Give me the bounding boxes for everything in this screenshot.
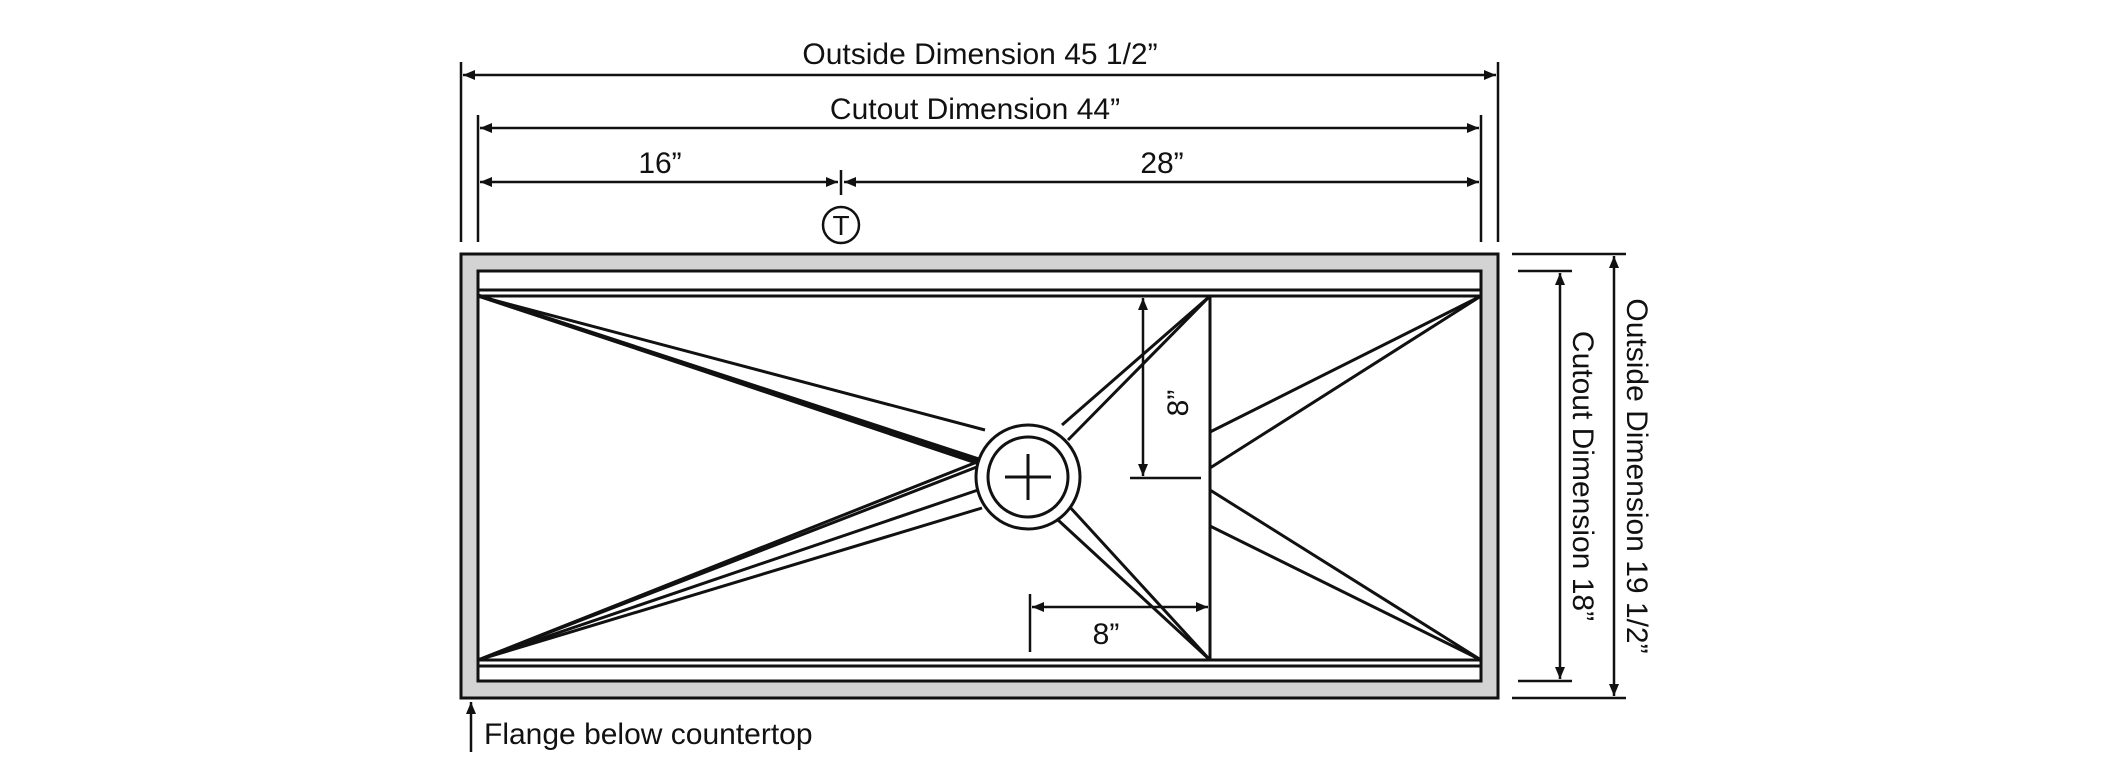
flange-note: Flange below countertop [466,702,813,752]
left-upper-ridge-a [477,294,986,432]
right-segment-label: 28” [1140,147,1183,180]
cutout-height-label: Cutout Dimension 18” [1566,331,1599,621]
center-lower-ridge-a [1056,518,1212,662]
right-lower-ridge-b [1209,524,1482,662]
right-upper-ridge-a [1209,294,1482,434]
outside-height-label: Outside Dimension 19 1/2” [1620,298,1653,653]
circled-t-icon: T [821,205,861,245]
outside-height-dimension: Outside Dimension 19 1/2” [1512,252,1653,700]
drain-horizontal-label: 8” [1093,618,1120,651]
left-segment-label: 16” [638,147,681,180]
drain-cross-icon [974,423,1082,531]
outside-width-label: Outside Dimension 45 1/2” [802,38,1157,71]
segment-dimensions: 16” 28” [480,147,1479,195]
drain-vertical-dimension: 8” [1130,298,1201,480]
right-upper-ridge-b [1209,294,1482,470]
drain-horizontal-dimension: 8” [1028,594,1208,652]
flange-note-label: Flange below countertop [484,718,813,751]
left-lower-ridge-b [477,506,983,662]
drain-vertical-label: 8” [1162,390,1195,417]
faucet-marker-label: T [832,210,849,241]
left-lower-ridge-a [477,488,979,662]
cutout-width-dimension: Cutout Dimension 44” [476,93,1483,242]
outside-width-dimension: Outside Dimension 45 1/2” [459,38,1500,242]
left-upper-ridge-b [477,294,979,464]
faucet-marker-circle [821,205,861,245]
center-lower-ridge-b [1066,503,1212,662]
right-lower-ridge-a [1209,488,1482,662]
cutout-height-dimension: Cutout Dimension 18” [1518,269,1599,683]
cutout-width-label: Cutout Dimension 44” [830,93,1120,126]
center-upper-ridge-a [1061,294,1211,427]
